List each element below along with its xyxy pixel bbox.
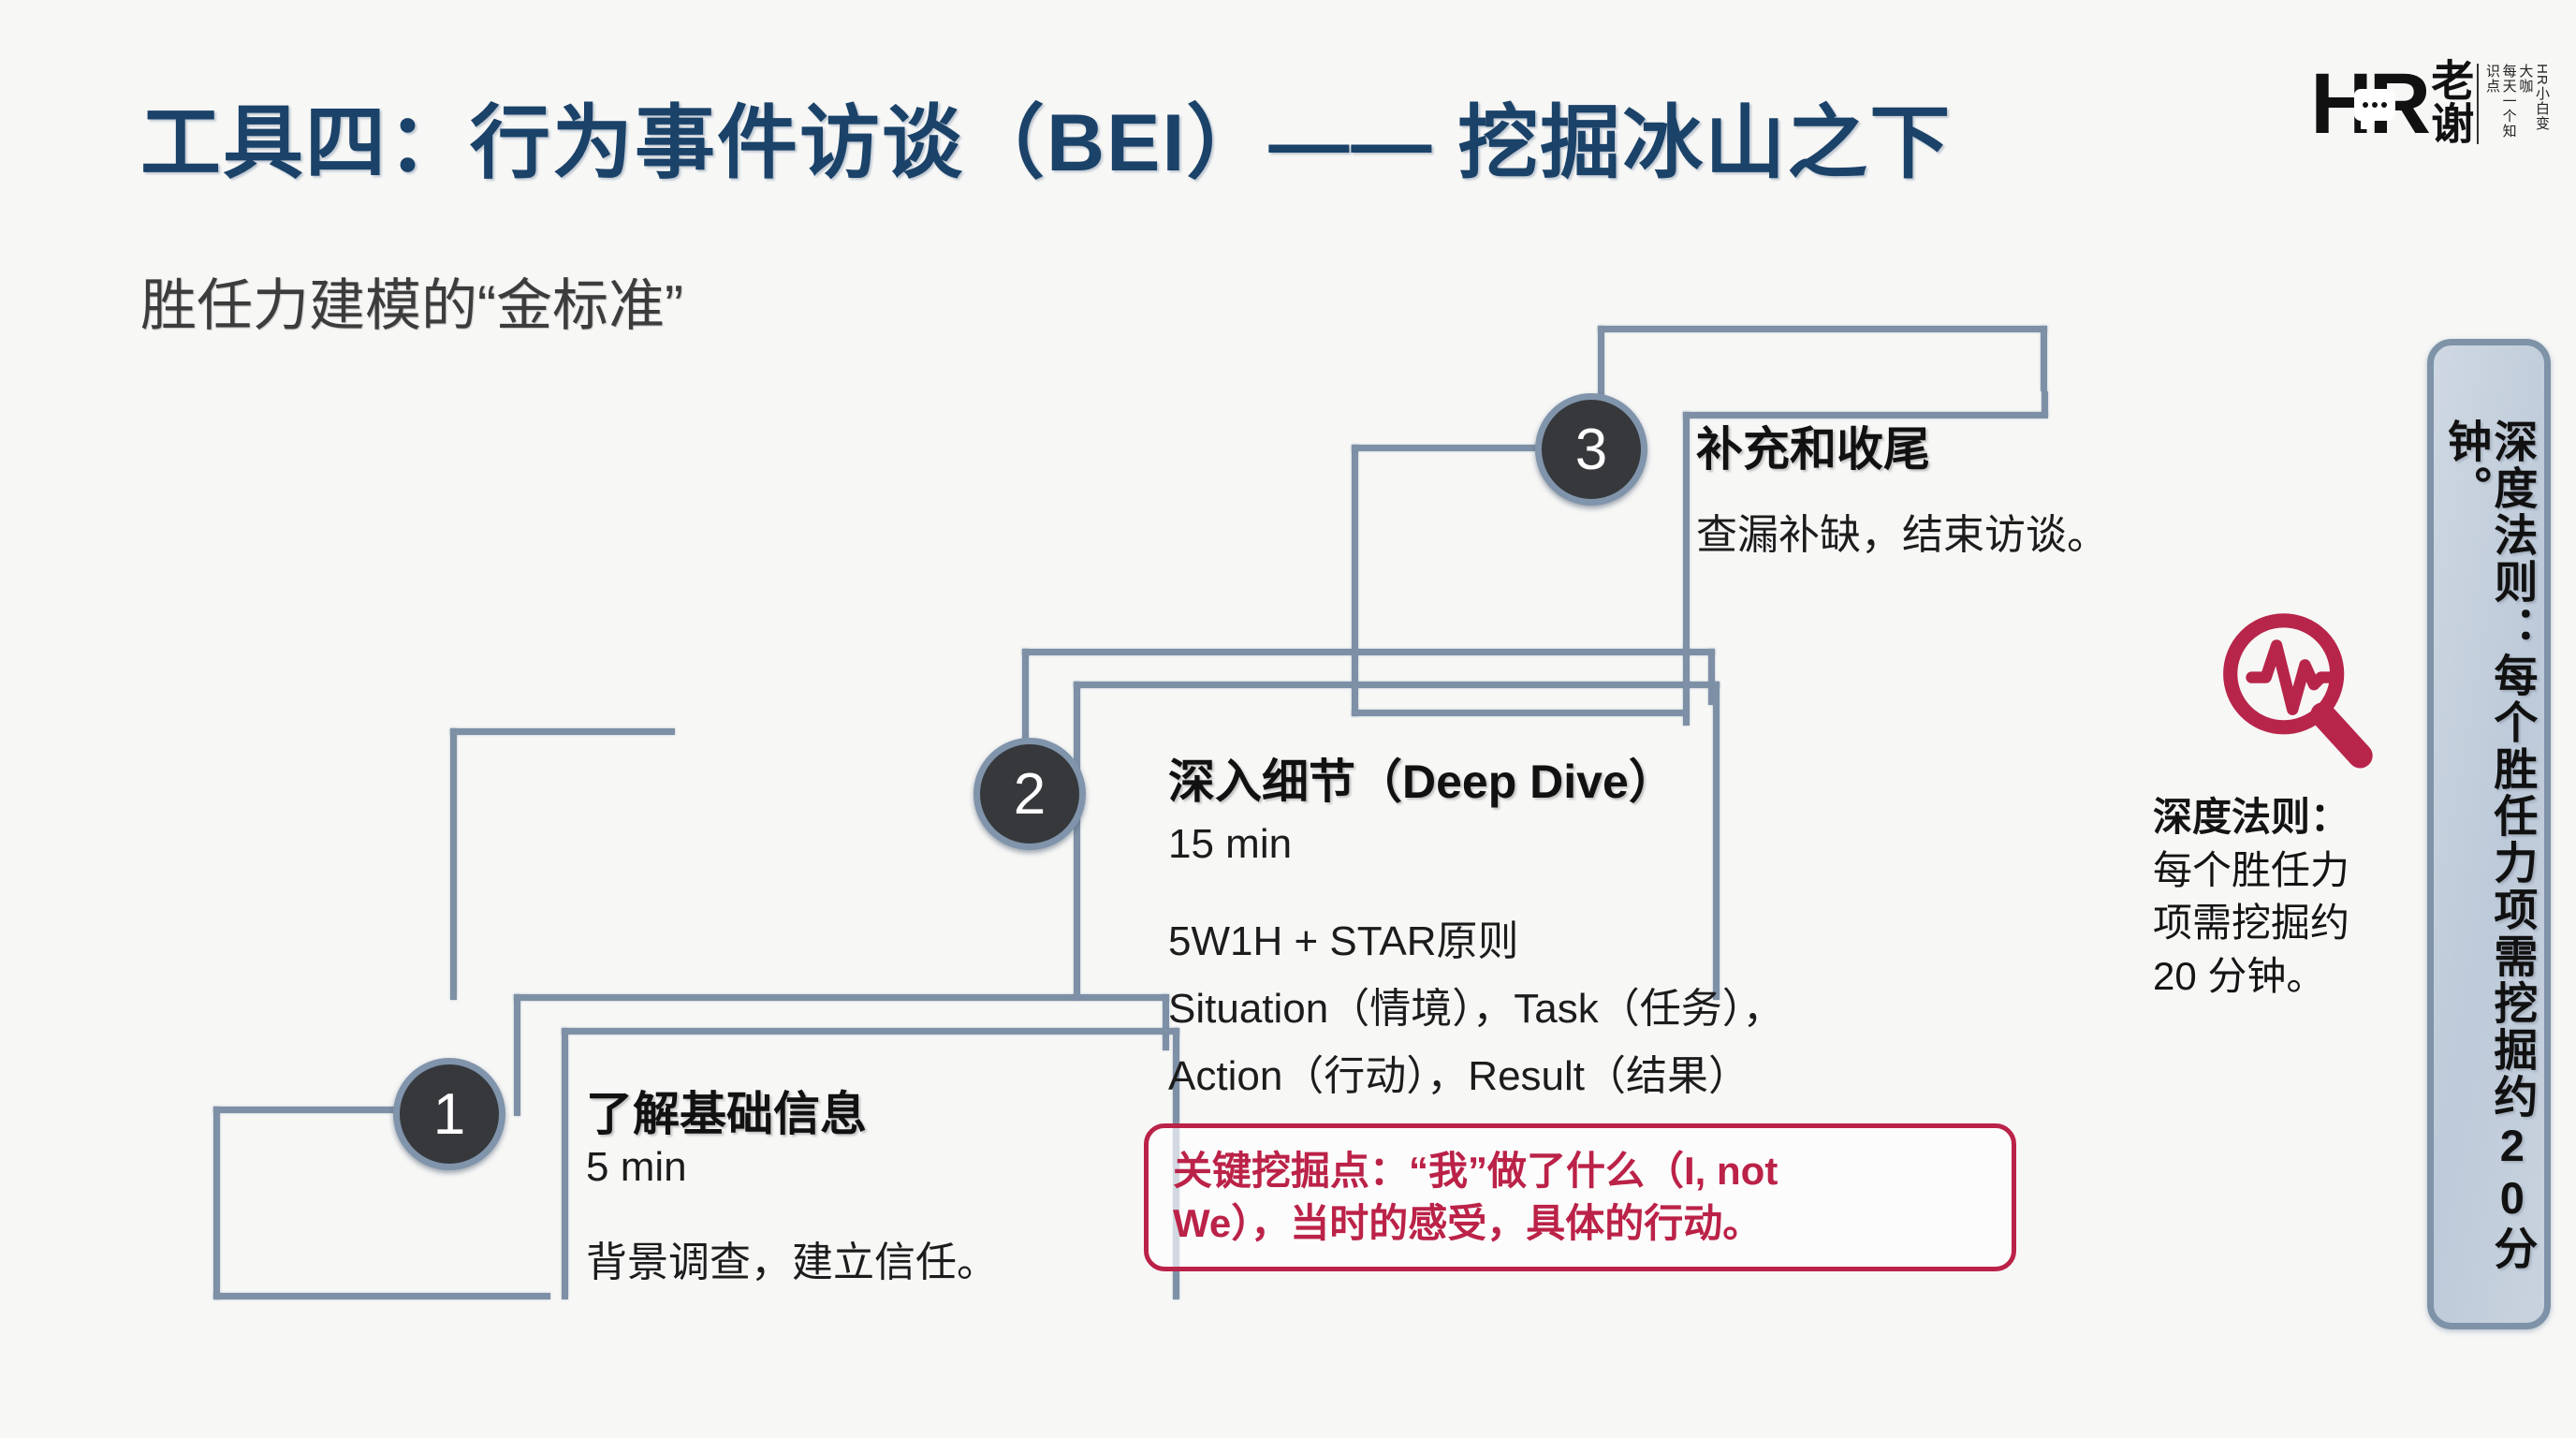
stair-line-2-right-edge [1708,649,1715,705]
page-subtitle: 胜任力建模的“金标准” [140,274,683,337]
step-circle-1[interactable]: 1 [393,1058,505,1170]
stair-line-2-inner-right [1713,682,1720,1000]
speech-bubble-icon [2354,89,2396,130]
step-circle-2[interactable]: 2 [973,738,1086,850]
stair-line-tread-3 [1598,326,2047,332]
logo-tagline: 每天一个知识点 HR小白变大咖 [2477,64,2550,144]
step-circle-3[interactable]: 3 [1535,393,1647,506]
stair-line-1-right-edge [1163,994,1169,1050]
stair-line-3-inner-bottom [1352,710,1689,716]
stair-line-1-base [213,1293,550,1299]
stair-line-tread-1 [514,994,1169,1001]
stair-line-3-inner-riser [1683,412,1690,726]
step-2-detail-line-3: Action（行动），Result（结果） [1168,1053,1750,1099]
logo-tagline-line-2: HR小白变大咖 [2517,64,2550,131]
logo-hr-text: HR [2310,62,2431,148]
key-point-box: 关键挖掘点：“我”做了什么（I, not We），当时的感受，具体的行动。 [1144,1123,2016,1271]
step-1-description: 背景调查，建立信任。 [586,1240,998,1285]
step-1-duration: 5 min [586,1144,687,1190]
key-point-line-1: 关键挖掘点：“我”做了什么（I, not [1173,1149,1778,1193]
brand-logo: HR 老谢 每天一个知识点 HR小白变大咖 [2310,58,2550,148]
step-2-detail-line-2: Situation（情境），Task（任务）， [1168,986,1784,1032]
stair-line-1-top [213,1107,438,1113]
stair-line-1-inner-top [562,1028,1179,1034]
vertical-rule-text: 深度法则：每个胜任力项需挖掘约20分钟。 [2441,418,2538,1272]
depth-rule-line-2: 项需挖掘约 [2153,901,2350,946]
stair-line-2-base [450,728,675,735]
stair-line-3-right-edge [2041,326,2047,391]
stair-line-3-inner-right [2042,391,2048,415]
logo-name-text: 老谢 [2425,58,2475,144]
step-3-description: 查漏补缺，结束访谈。 [1696,512,2108,558]
step-2-heading: 深入细节（Deep Dive） [1168,756,1676,808]
step-3-heading: 补充和收尾 [1696,423,1930,476]
stair-line-3-left-riser [1352,445,1358,716]
depth-rule-line-3: 20 分钟。 [2153,954,2326,999]
depth-rule-line-1: 每个胜任力 [2153,847,2350,892]
stair-line-1-inner-riser [562,1028,568,1299]
vertical-rule-panel: 深度法则：每个胜任力项需挖掘约20分钟。 [2427,339,2551,1329]
stair-line-1-left-riser [213,1107,220,1299]
stair-line-3-inner-top [1683,412,2048,418]
step-2-detail-line-1: 5W1H + STAR原则 [1168,918,1519,964]
step-1-heading: 了解基础信息 [586,1088,867,1140]
depth-rule-text: 深度法则： 每个胜任力 项需挖掘约 20 分钟。 [2153,791,2424,1004]
page-title: 工具四：行为事件访谈（BEI）—— 挖掘冰山之下 [140,98,1953,188]
stair-line-2-left-riser [450,728,457,1000]
stair-line-3-riser [1598,326,1604,452]
magnifier-pulse-icon [2207,599,2385,777]
logo-tagline-line-1: 每天一个知识点 [2483,64,2517,139]
stair-line-2-inner-top [1074,682,1720,688]
stair-line-3-base [1352,445,1576,451]
depth-rule-title: 深度法则： [2153,795,2350,839]
stair-line-tread-2 [1022,649,1715,655]
stair-line-2-riser [1022,649,1029,770]
step-2-duration: 15 min [1168,821,1293,867]
stair-line-2-inner-riser [1074,682,1080,1000]
key-point-line-2: We），当时的感受，具体的行动。 [1173,1200,1763,1245]
stair-line-1-riser [514,994,520,1116]
